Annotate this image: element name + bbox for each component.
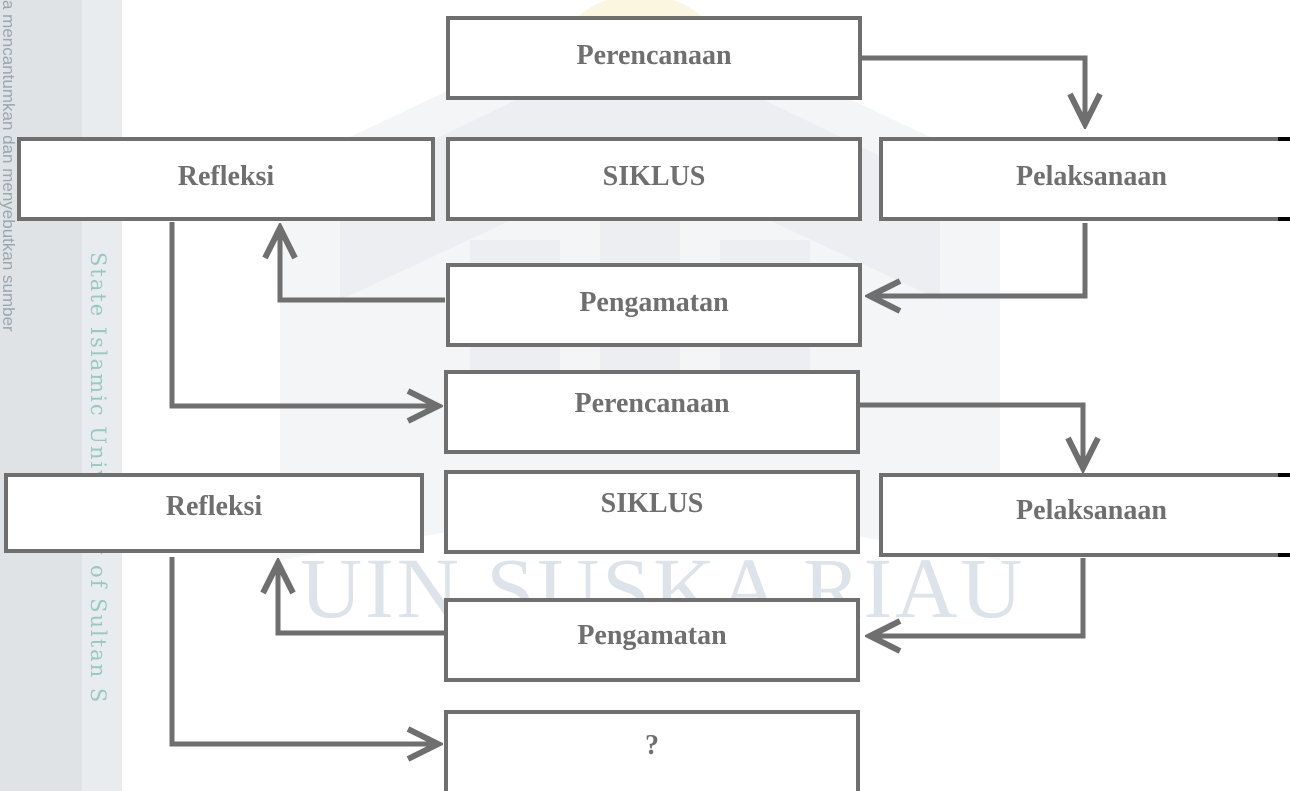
- arrow-act2-to-obs2: [870, 558, 1086, 636]
- arrow-plan1-to-act1: [860, 55, 1085, 124]
- watermark-strip: [0, 0, 82, 791]
- box-pelaksanaan-2: Pelaksanaan: [879, 473, 1290, 557]
- arrow-ref1-to-plan2: [169, 222, 438, 406]
- arrow-act1-to-obs1: [870, 223, 1088, 296]
- box-perencanaan-2: Perencanaan: [444, 370, 860, 454]
- box-pengamatan-1: Pengamatan: [446, 263, 862, 347]
- box-refleksi-1: Refleksi: [17, 137, 435, 221]
- arrow-ref2-to-next: [169, 557, 438, 744]
- box-perencanaan-1: Perencanaan: [446, 16, 862, 100]
- box-siklus-2: SIKLUS: [444, 470, 860, 554]
- box-pelaksanaan-1: Pelaksanaan: [879, 137, 1290, 221]
- box-pengamatan-2: Pengamatan: [444, 598, 860, 682]
- box-siklus-1: SIKLUS: [446, 137, 862, 221]
- edge-mark: [1278, 473, 1290, 477]
- edge-mark: [1278, 137, 1290, 141]
- edge-mark: [1278, 217, 1290, 221]
- box-next-cycle: ?: [444, 710, 860, 791]
- arrow-plan2-to-act2: [857, 402, 1083, 468]
- arrow-obs2-to-ref2: [278, 563, 445, 636]
- box-refleksi-2: Refleksi: [4, 473, 424, 553]
- arrow-obs1-to-ref1: [280, 228, 445, 303]
- edge-mark: [1278, 553, 1290, 557]
